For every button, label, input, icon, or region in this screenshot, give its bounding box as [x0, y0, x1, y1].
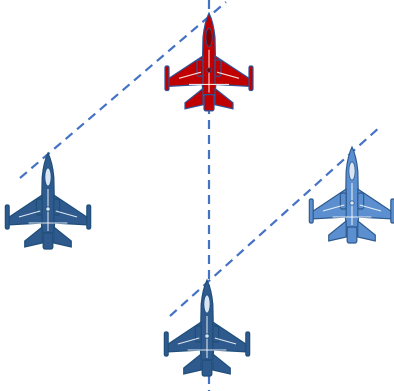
jet-left	[5, 153, 90, 249]
jet-bottom	[164, 280, 249, 376]
jet-top	[165, 13, 253, 111]
left-diagonal-line	[20, 2, 226, 178]
aircraft-group	[5, 13, 394, 376]
jet-right	[309, 147, 394, 243]
